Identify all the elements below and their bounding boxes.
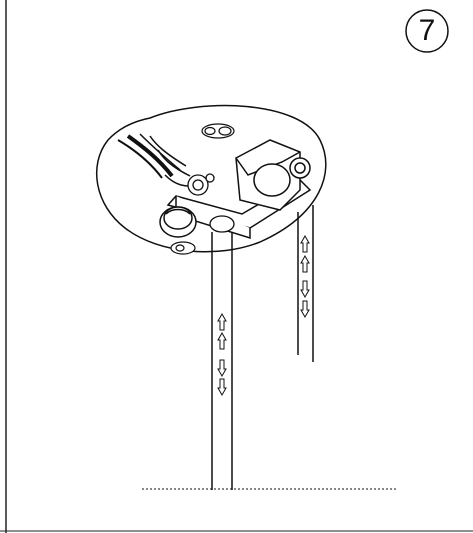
supply-wires xyxy=(117,133,201,187)
downrod-long xyxy=(211,232,233,490)
keyhole-slot-top xyxy=(201,123,235,139)
step-badge-circle xyxy=(405,9,449,53)
up-down-arrows-icon xyxy=(217,312,227,397)
small-screw xyxy=(187,173,215,196)
rod-hole xyxy=(209,215,235,233)
step-number: 7 xyxy=(418,14,436,47)
downrod-short xyxy=(297,205,314,362)
swivel-hanger xyxy=(235,139,311,211)
keyhole-slot-bottom xyxy=(170,241,196,255)
up-down-arrows-icon xyxy=(300,234,310,319)
mounting-screw xyxy=(159,206,197,238)
